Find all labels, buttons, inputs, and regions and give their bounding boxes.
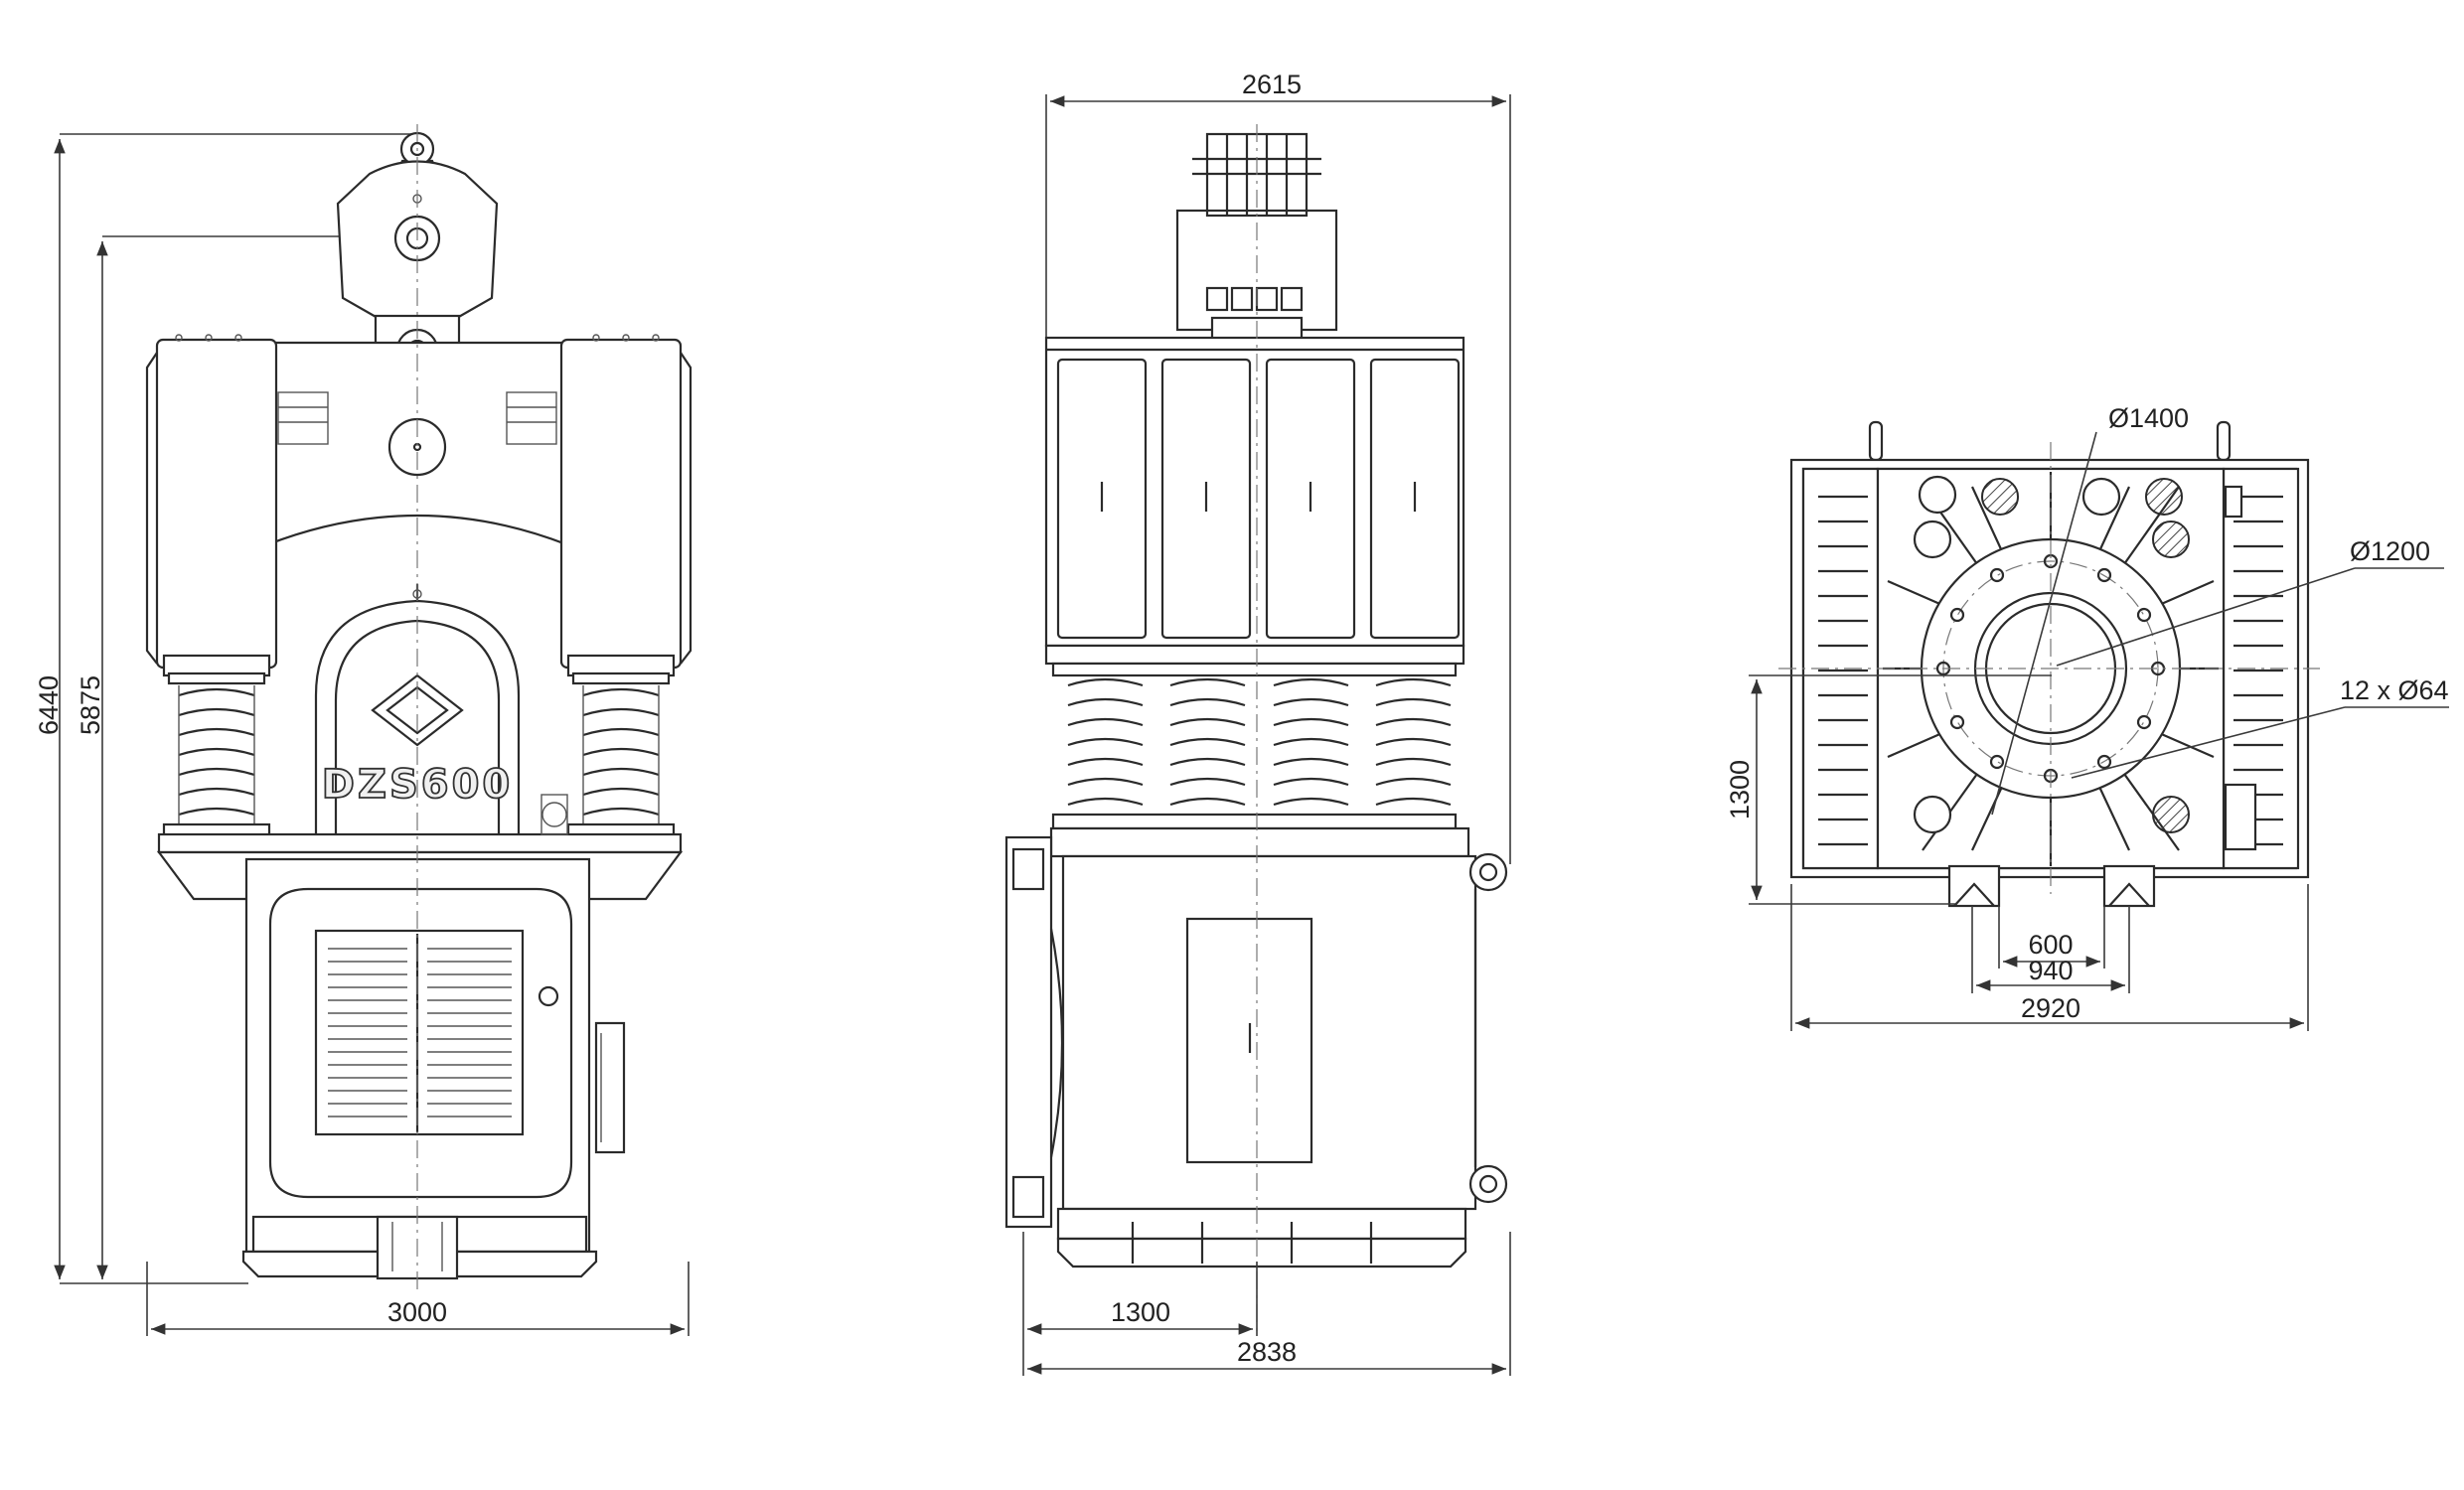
- bottom-holes: [1913, 475, 2190, 834]
- dim-940: 940: [2028, 956, 2073, 985]
- lower-housing: [244, 857, 626, 1254]
- dim-2920: 2920: [2021, 993, 2080, 1023]
- pulley-wheels: [1205, 286, 1304, 312]
- dim-bolt-holes: 12 x Ø64: [2340, 675, 2449, 705]
- dim-diameter-outer: Ø1400: [2108, 403, 2189, 433]
- side-bottom-dimensions: 1300 2838: [1022, 1232, 1511, 1376]
- dim-width: 3000: [387, 1297, 447, 1327]
- side-weight-panels: [1044, 336, 1465, 666]
- bottom-width-dimensions: 600 940 2920: [1790, 884, 2309, 1031]
- louver-lines: [328, 948, 512, 1118]
- width-dimension: 3000: [146, 1262, 690, 1336]
- block-bolts-left: [175, 334, 660, 342]
- callouts: Ø1400 Ø1200 12 x Ø64: [1991, 403, 2449, 816]
- front-clamp: [241, 1215, 598, 1280]
- bottom-view: Ø1400 Ø1200 12 x Ø64 1300 600 940: [1725, 403, 2449, 1031]
- dim-top-width: 2615: [1242, 70, 1302, 99]
- side-springs: [1051, 662, 1458, 830]
- front-view: 6440 5875: [34, 124, 693, 1336]
- height-dimensions: 6440 5875: [34, 133, 417, 1284]
- dim-bottom-height: 1300: [1725, 760, 1755, 820]
- dim-diameter-inner: Ø1200: [2350, 536, 2430, 566]
- bottom-jaws: [1947, 864, 2156, 908]
- dim-height-total: 6440: [34, 675, 64, 735]
- model-label: DZS600: [322, 762, 514, 808]
- dim-height-hook: 5875: [76, 675, 105, 735]
- bottom-height-dimension: 1300: [1725, 674, 2052, 905]
- side-clamp: [1056, 1207, 1467, 1268]
- weight-blocks: [145, 334, 693, 677]
- dim-offset: 1300: [1111, 1297, 1170, 1327]
- top-width-dimension: 2615: [1045, 70, 1511, 864]
- dim-600: 600: [2028, 930, 2073, 960]
- dim-bottom-width: 2838: [1237, 1337, 1297, 1367]
- side-view: 2615: [1004, 70, 1511, 1376]
- side-lower-housing: [1004, 826, 1508, 1229]
